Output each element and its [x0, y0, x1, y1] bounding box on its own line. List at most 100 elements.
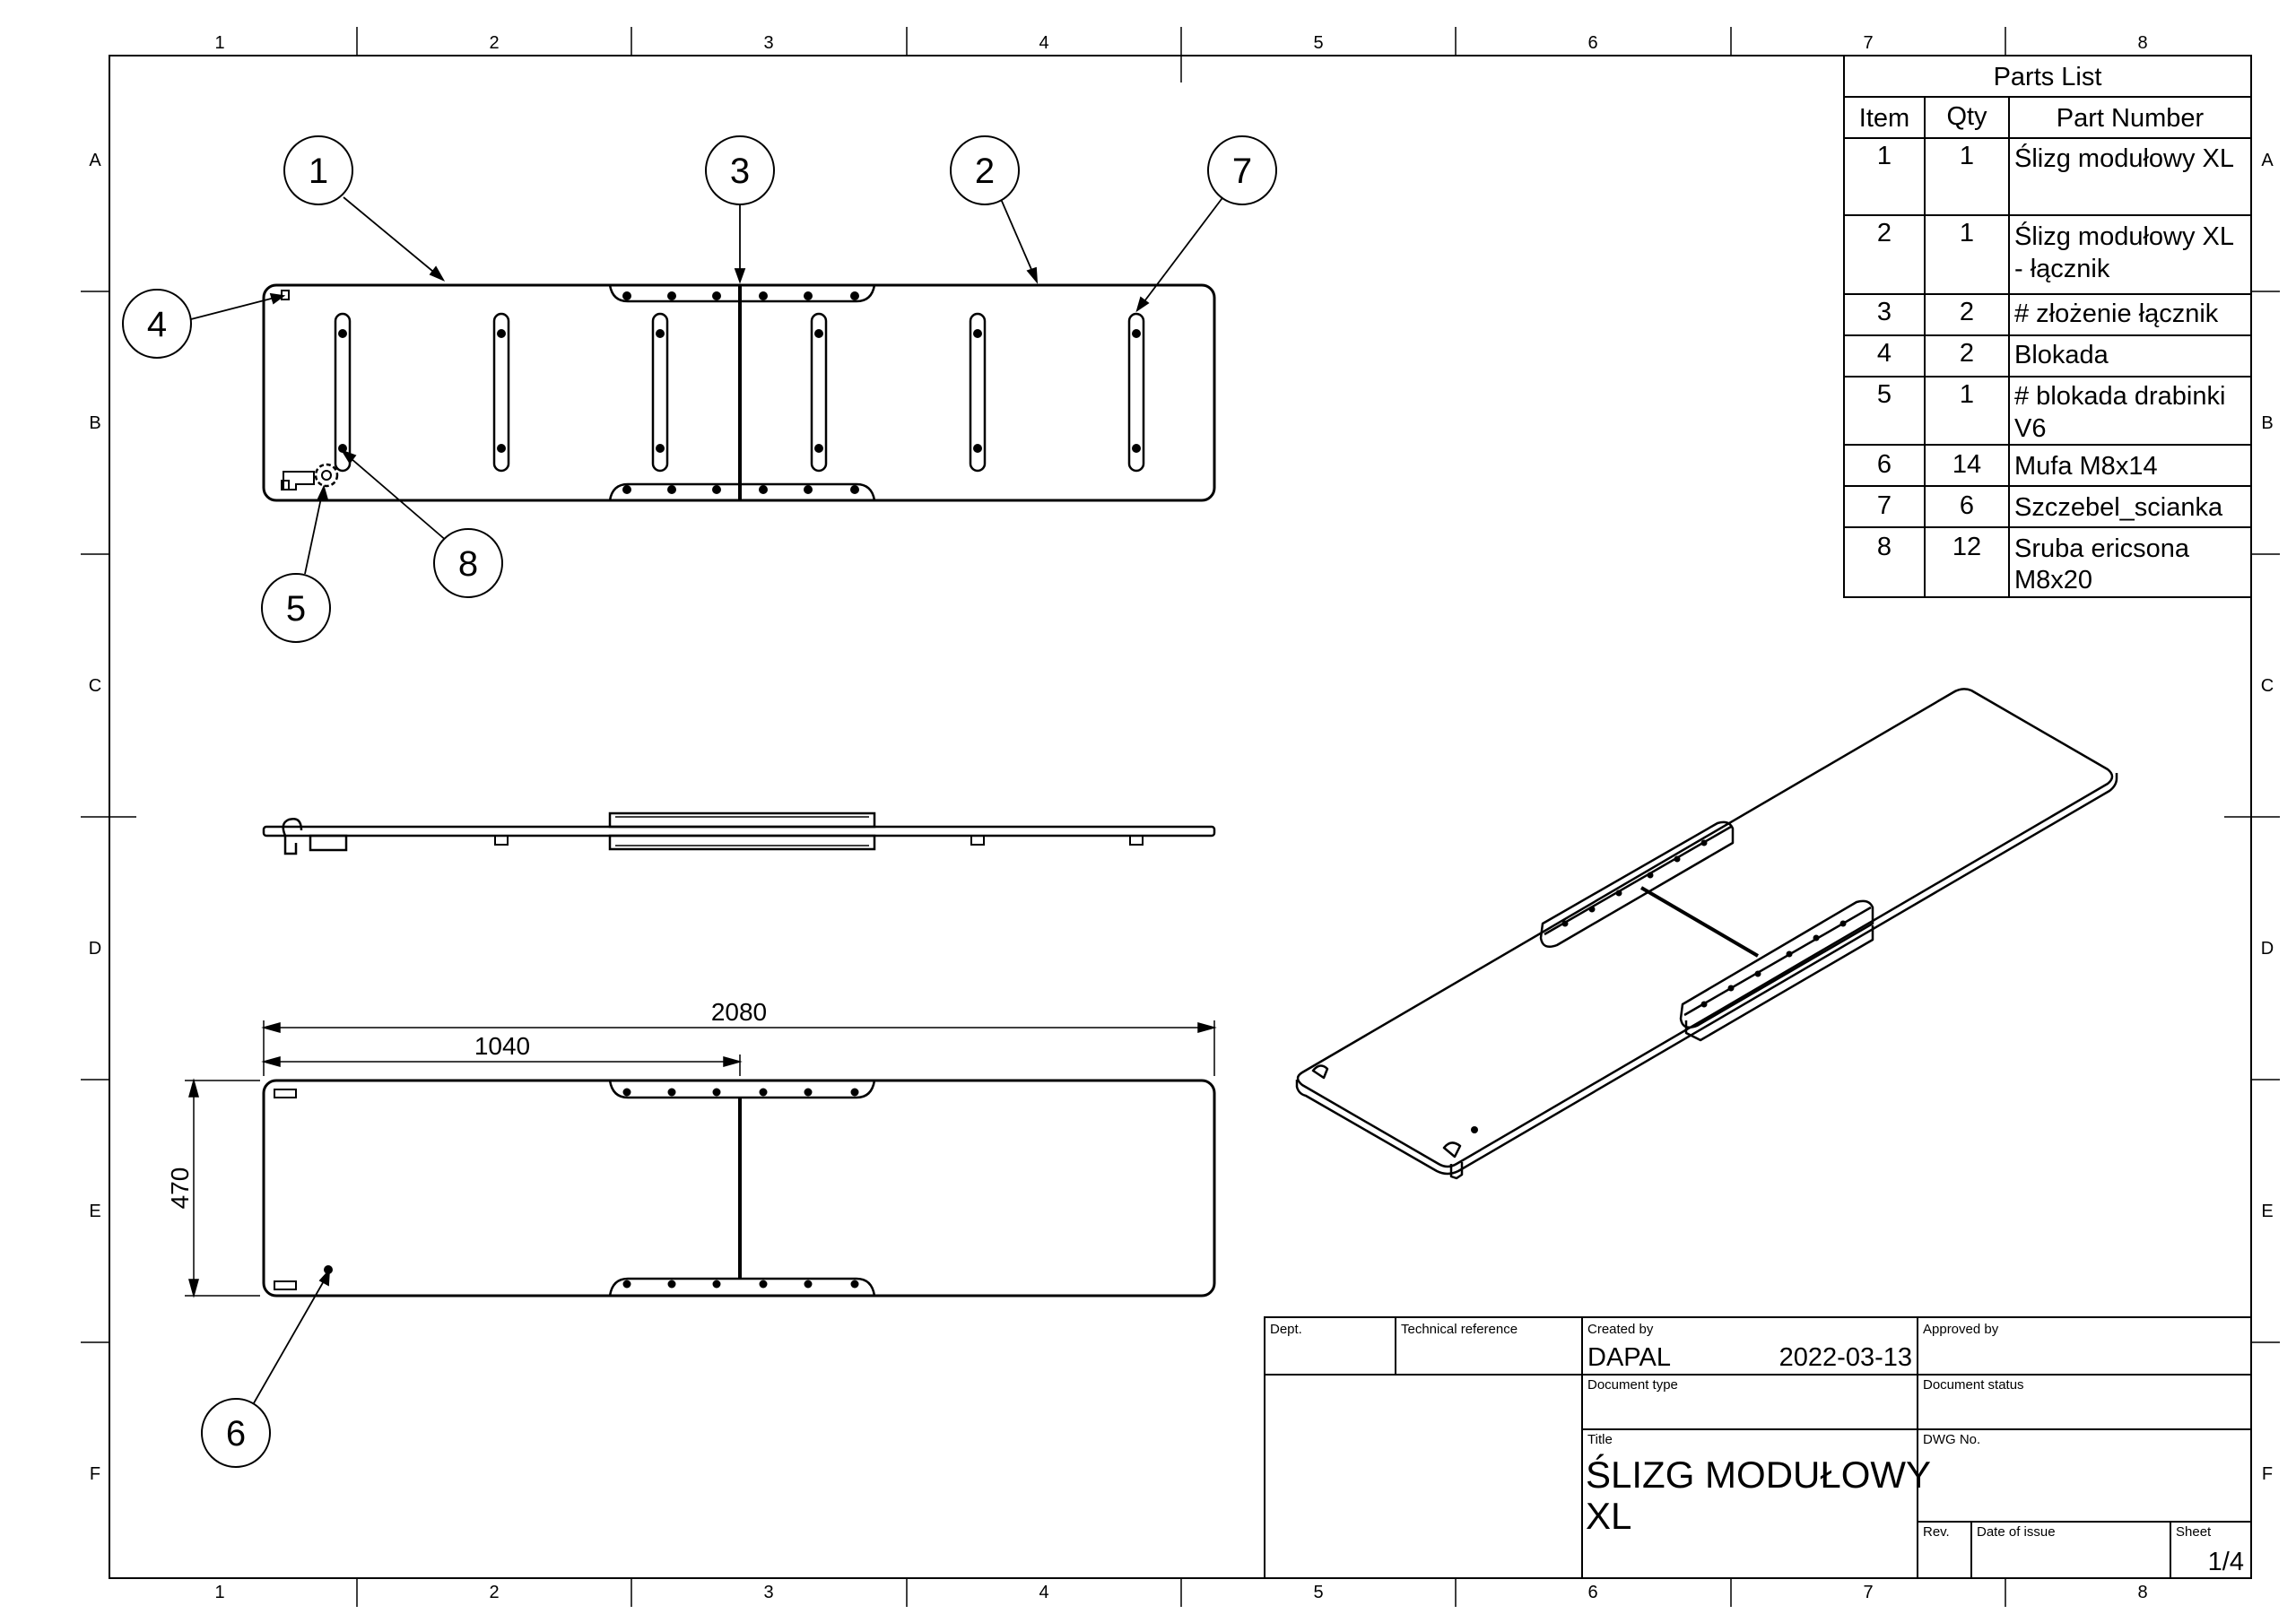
parts-list-item: 2 [1877, 219, 1892, 247]
parts-list-part: Ślizg modułowy XL [2014, 221, 2234, 251]
title-block-date: 2022-03-13 [1779, 1343, 1912, 1372]
isometric-view [1295, 688, 2118, 1180]
zone-row-label-left: D [89, 939, 101, 959]
balloon-label: 8 [458, 544, 478, 584]
parts-list-part: Blokada [2014, 341, 2109, 369]
lock-block [274, 1089, 297, 1098]
parts-list-qty: 14 [1952, 450, 1981, 479]
balloon [283, 135, 353, 205]
parts-list-qty: 1 [1960, 380, 1974, 409]
dimension-lines [185, 1020, 1217, 1298]
parts-list-part: - łącznik [2014, 255, 2110, 283]
zone-col-label-top: 6 [1587, 33, 1597, 53]
zone-row-label-left: C [89, 676, 101, 696]
connector-plate-bottom [608, 1277, 876, 1297]
parts-list-item: 4 [1877, 339, 1892, 368]
zone-col-label-top: 7 [1863, 33, 1873, 53]
zone-col-label-top: 8 [2137, 33, 2147, 53]
zone-col-label-bottom: 7 [1863, 1583, 1873, 1602]
rung [334, 312, 352, 473]
title-block-dept-label: Dept. [1270, 1322, 1302, 1337]
balloon-label: 5 [286, 589, 306, 629]
balloon-label: 3 [730, 152, 750, 191]
iso-plate-top [1296, 688, 2114, 1168]
ladder-lock-gear [314, 463, 339, 488]
balloon [122, 289, 192, 359]
balloon [433, 528, 503, 598]
zone-row-label-right: B [2261, 413, 2273, 433]
parts-list-item: 5 [1877, 380, 1892, 409]
zone-row-label-left: F [90, 1464, 100, 1484]
connector-plate-top [608, 284, 876, 303]
parts-list-part: Szczebel_scianka [2014, 493, 2223, 522]
zone-col-label-bottom: 5 [1313, 1583, 1323, 1602]
zone-col-label-top: 5 [1313, 33, 1323, 53]
parts-list-header-item: Item [1859, 104, 1909, 133]
title-block-title-line1: ŚLIZG MODUŁOWY [1586, 1453, 1931, 1496]
title-block-createdby-label: Created by [1587, 1322, 1654, 1337]
parts-list-qty: 2 [1960, 298, 1974, 326]
title-block-title-line2: XL [1586, 1495, 1631, 1537]
zone-row-label-left: A [89, 151, 101, 170]
zone-row-label-left: B [89, 413, 100, 433]
parts-list-part: # blokada drabinki [2014, 382, 2225, 411]
parts-list-part: M8x20 [2014, 566, 2092, 595]
parts-list-part: V6 [2014, 414, 2046, 443]
iso-connector-upper [1539, 820, 1735, 948]
parts-list-part: # złożenie łącznik [2014, 299, 2219, 328]
balloon-label: 7 [1232, 152, 1252, 191]
parts-list-title: Parts List [1994, 63, 2102, 91]
parts-list-item: 6 [1877, 450, 1892, 479]
zone-col-label-bottom: 1 [214, 1583, 224, 1602]
zone-col-label-bottom: 8 [2137, 1583, 2147, 1602]
zone-ticks [81, 27, 2280, 1607]
parts-list-item: 1 [1877, 142, 1892, 170]
balloon [1207, 135, 1277, 205]
title-block [1264, 1316, 2252, 1579]
rung [810, 312, 828, 473]
zone-row-label-right: C [2261, 676, 2274, 696]
parts-list-part: Ślizg modułowy XL [2014, 143, 2234, 173]
rung [969, 312, 987, 473]
top-view [262, 283, 1216, 502]
lock-block [274, 1280, 297, 1290]
rung [492, 312, 510, 473]
title-block-sheet-label: Sheet [2176, 1524, 2212, 1540]
balloon [261, 573, 331, 643]
title-block-techref-label: Technical reference [1401, 1322, 1518, 1337]
side-lock [282, 818, 303, 837]
title-block-approvedby-label: Approved by [1923, 1322, 1999, 1337]
iso-bolts [1471, 839, 1847, 1133]
parts-list-item: 3 [1877, 298, 1892, 326]
zone-row-label-right: D [2261, 939, 2274, 959]
zone-col-label-bottom: 2 [489, 1583, 499, 1602]
balloon [201, 1398, 271, 1468]
leader-lines [190, 192, 1225, 1409]
balloon [950, 135, 1020, 205]
parts-list-header-qty: Qty [1946, 102, 1987, 131]
zone-row-label-left: E [89, 1202, 100, 1221]
zone-row-label-right: E [2261, 1202, 2273, 1221]
zone-col-label-top: 4 [1039, 33, 1048, 53]
parts-list-qty: 1 [1960, 219, 1974, 247]
ladder-lock [283, 471, 315, 490]
balloon-label: 6 [226, 1414, 246, 1454]
title-block-created-by: DAPAL [1587, 1343, 1671, 1372]
balloon-label: 4 [147, 305, 167, 344]
zone-col-label-bottom: 3 [763, 1583, 773, 1602]
connector-plate-bottom [608, 482, 876, 501]
parts-list-qty: 2 [1960, 339, 1974, 368]
zone-col-label-top: 1 [214, 33, 224, 53]
dimension-overall-length: 2080 [711, 998, 767, 1026]
iso-connector-lower [1679, 899, 1874, 1028]
title-block-rev-label: Rev. [1923, 1524, 1950, 1540]
bottom-view-bolts [324, 1088, 859, 1289]
title-block-sheet: 1/4 [2208, 1548, 2244, 1576]
dimension-width: 470 [166, 1167, 194, 1210]
zone-row-label-right: F [2262, 1464, 2273, 1484]
zone-row-label-right: A [2261, 151, 2274, 170]
side-view [262, 812, 1216, 855]
side-plate [262, 825, 1216, 838]
parts-list-item: 8 [1877, 533, 1892, 561]
parts-list-item: 7 [1877, 491, 1892, 520]
